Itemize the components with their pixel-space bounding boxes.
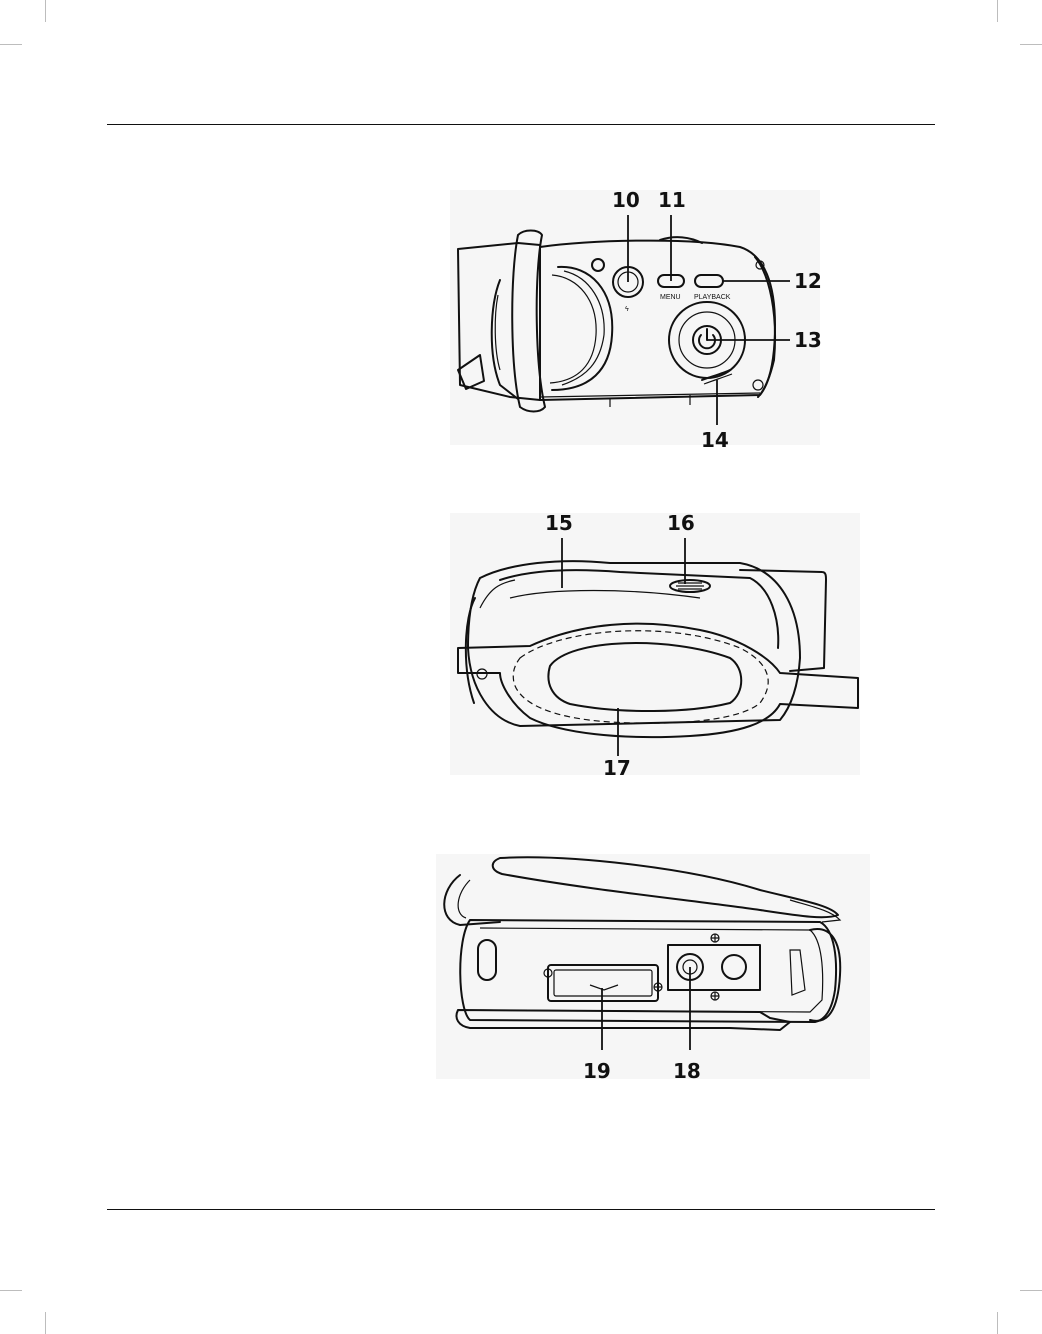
crop-mark-top-right-h <box>1020 44 1042 45</box>
crop-mark-bottom-left-v <box>45 1312 46 1334</box>
crop-mark-top-left-v <box>45 0 46 22</box>
callout-17: 17 <box>603 756 631 780</box>
crop-mark-top-right-v <box>997 0 998 22</box>
crop-mark-bottom-left-h <box>0 1290 22 1291</box>
crop-mark-bottom-right-v <box>997 1312 998 1334</box>
crop-mark-bottom-right-h <box>1020 1290 1042 1291</box>
callout-14: 14 <box>701 428 729 452</box>
camcorder-rear-view-illustration: ϟ MENU PLAYBACK 10 11 12 13 14 <box>440 185 840 455</box>
camcorder-side-view-illustration: 15 16 17 <box>440 508 870 778</box>
callout-13: 13 <box>794 328 822 352</box>
callout-16: 16 <box>667 511 695 535</box>
crop-mark-top-left-h <box>0 44 22 45</box>
playback-button-label: PLAYBACK <box>694 294 731 301</box>
callout-15: 15 <box>545 511 573 535</box>
camcorder-bottom-view-illustration: 19 18 <box>430 850 875 1085</box>
callout-18: 18 <box>673 1059 701 1083</box>
footer-rule <box>107 1209 935 1210</box>
menu-button-label: MENU <box>660 294 681 301</box>
header-rule <box>107 124 935 125</box>
callout-12: 12 <box>794 269 822 293</box>
flash-symbol: ϟ <box>625 306 629 313</box>
callout-10: 10 <box>612 188 640 212</box>
callout-11: 11 <box>658 188 686 212</box>
callout-19: 19 <box>583 1059 611 1083</box>
